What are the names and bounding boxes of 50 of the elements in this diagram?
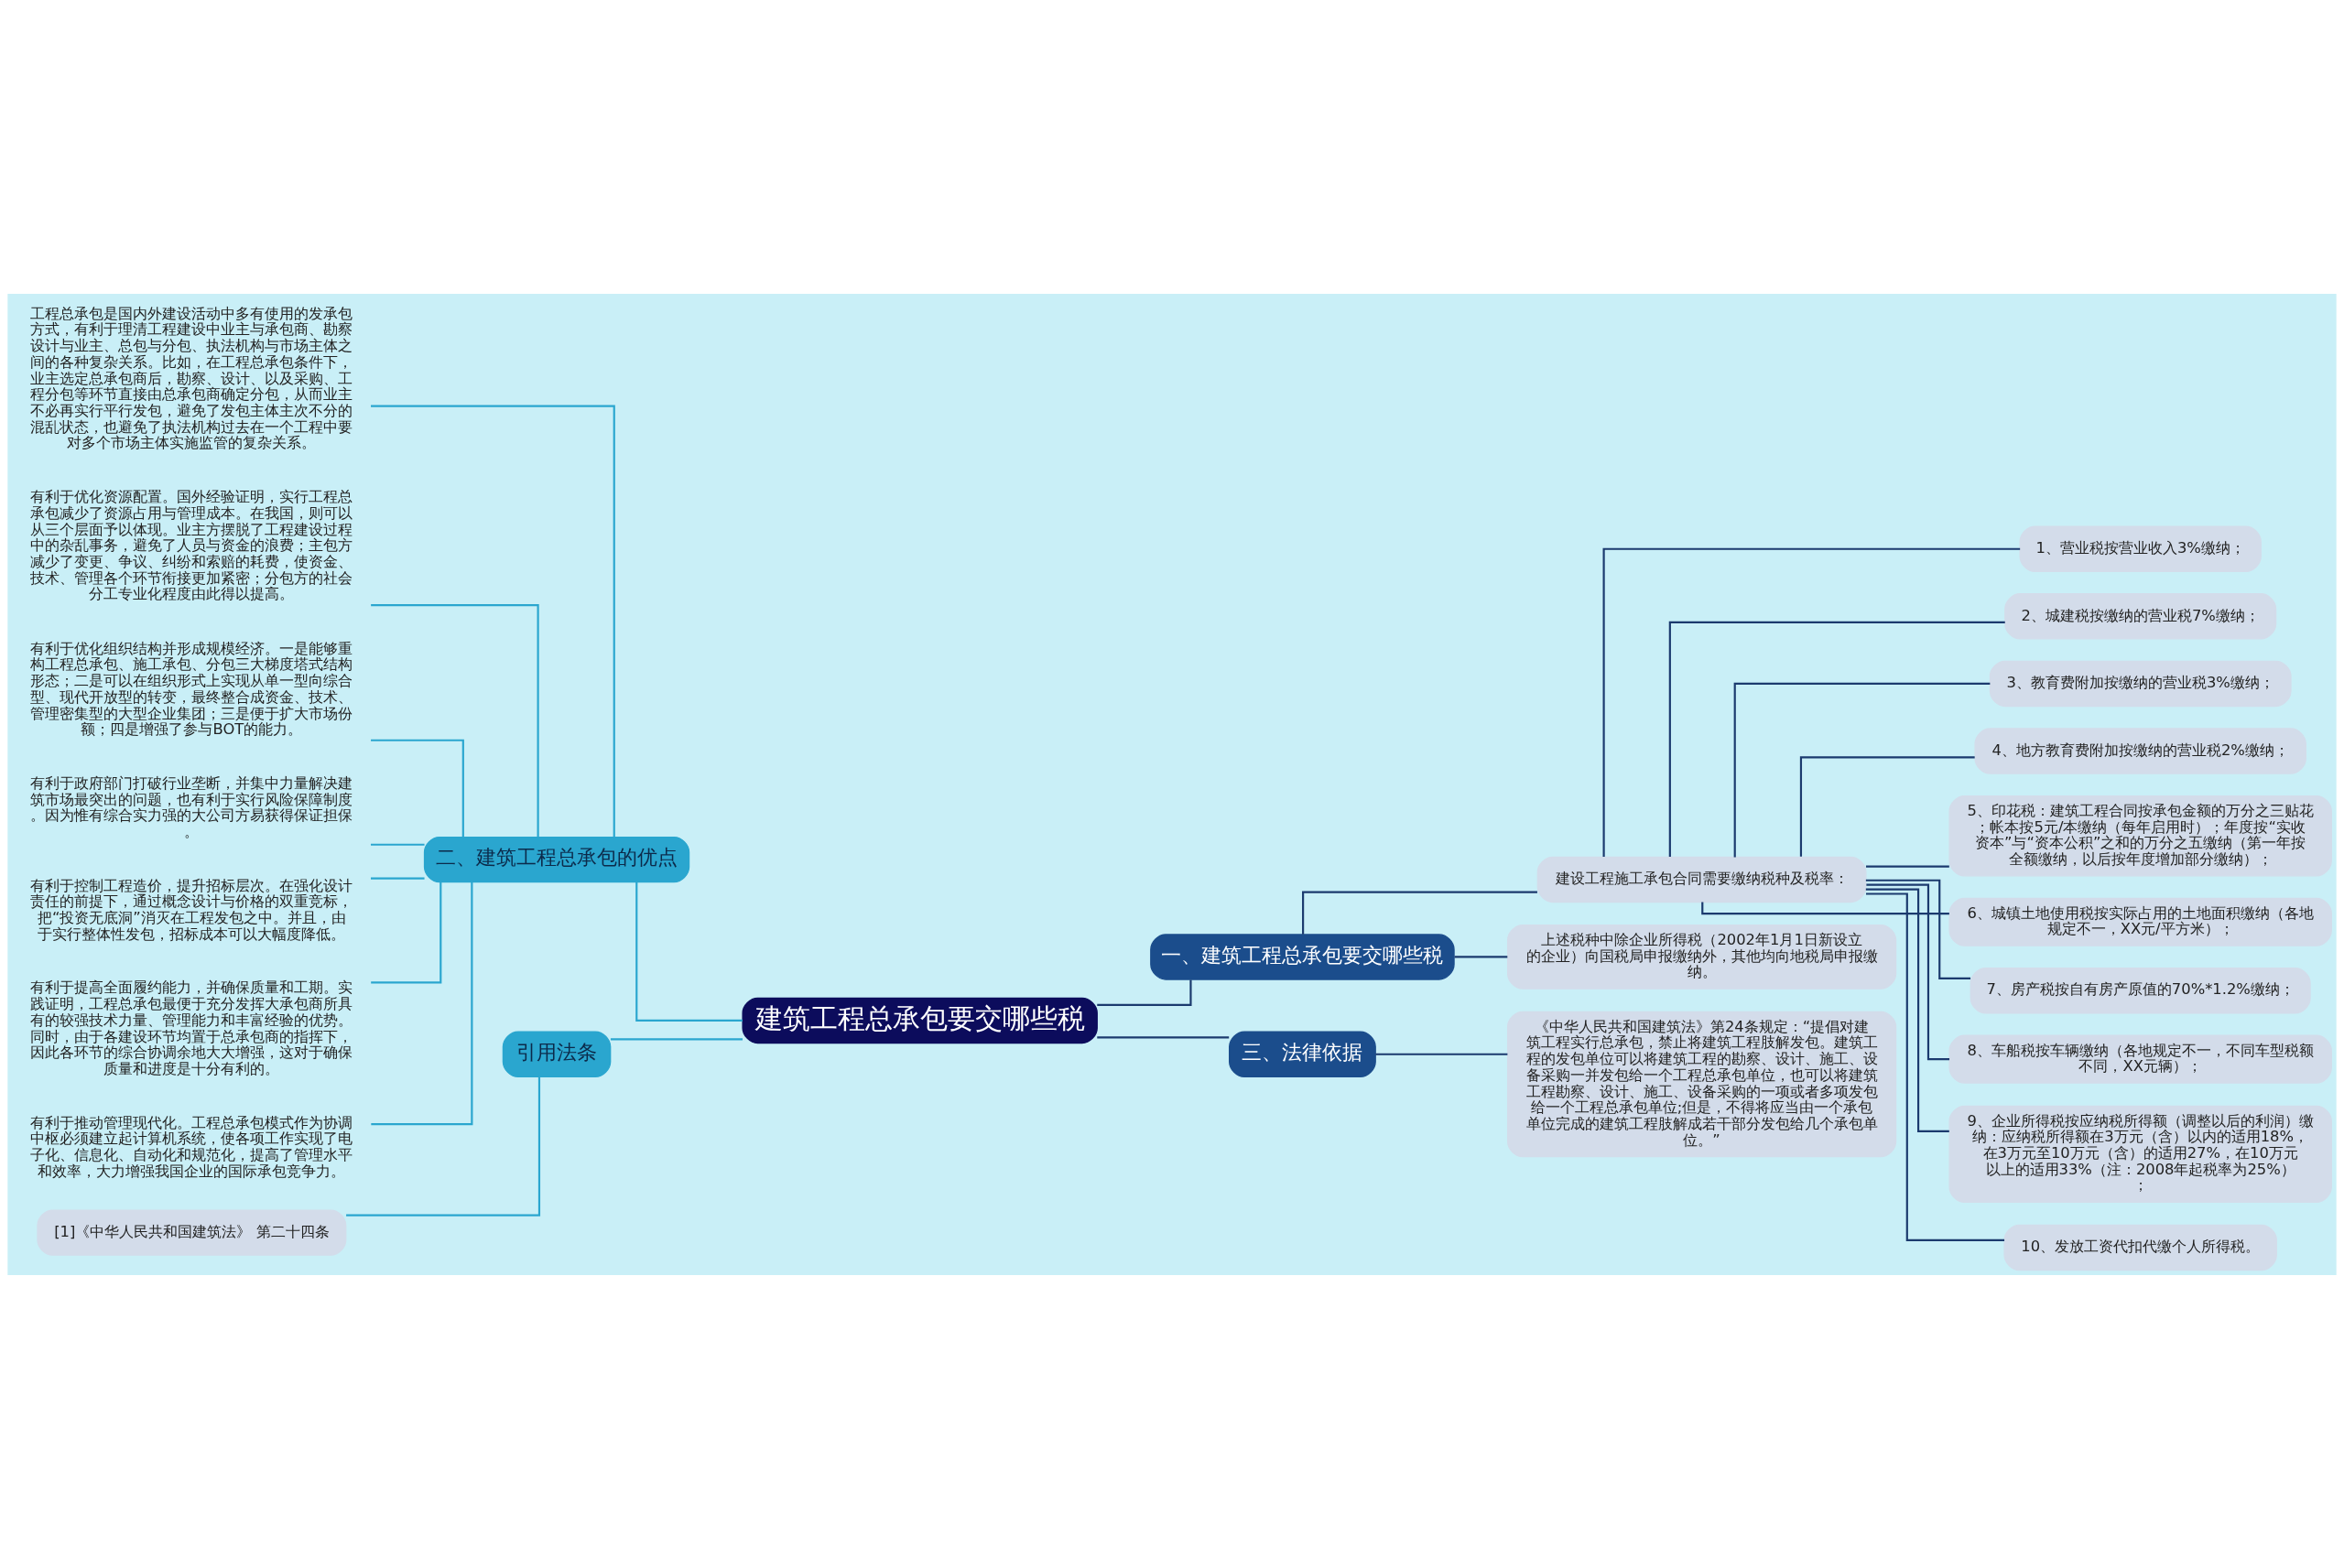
node-box: 一、建筑工程总承包要交哪些税: [1150, 933, 1455, 980]
node-box: 1、营业税按营业收入3%缴纳；: [2019, 525, 2262, 572]
node-box: 8、车船税按车辆缴纳（各地规定不一，不同车型税额不同，XX元辆）；: [1948, 1034, 2332, 1084]
node-box: 2、城建税按缴纳的营业税7%缴纳；: [2004, 592, 2277, 640]
node-box: 建设工程施工承包合同需要缴纳税种及税率：: [1536, 856, 1867, 903]
connector: [1799, 755, 1975, 857]
connector: [371, 877, 425, 880]
node-box: 7、房产税按自有房产原值的70%*1.2%缴纳；: [1970, 967, 2311, 1013]
connector: [371, 603, 539, 837]
node-box: 5、印花税：建筑工程合同按承包金额的万分之三贴花；帐本按5元/本缴纳（每年启用时）；年度按“实收资本”与“资本公积”之和的万分之五缴纳（第一年按全额缴纳，以后按年度增加部分缴纳）；: [1948, 795, 2332, 876]
node-text: 有利于优化资源配置。国外经验证明，实行工程总承包减少了资源占用与管理成本。在我国，则可以从三个层面予以体现。业主方摆脱了工程建设过程中的杂乱事务，避免了人员与资金的浪费；主包方减少了变更、争议、纠纷和索赔的耗费，使资金、技术、管理各个环节衔接更加紧密；分包方的社会分工专业化程度由此得以提高。: [30, 487, 353, 602]
node-box: 上述税种中除企业所得税（2002年1月1日新设立的企业）向国税局申报缴纳外，其他均向地税局申报缴纳。: [1506, 924, 1897, 989]
connector: [1701, 902, 1949, 914]
node-box: 二、建筑工程总承包的优点: [423, 836, 690, 882]
connector: [371, 739, 464, 837]
node-text: 有利于优化组织结构并形成规模经济。一是能够重构工程总承包、施工承包、分包三大梯度塔式结构形态；二是可以在组织形式上实现从单一型向综合型、现代开放型的转变，最终整合成资金、技术、管理密集型的大型企业集团；三是便于扩大市场份额；四是增强了参与BOT的能力。: [30, 639, 353, 738]
node-box: 3、教育费附加按缴纳的营业税3%缴纳；: [1989, 660, 2292, 707]
connector: [1454, 955, 1508, 957]
node-text: 有利于提高全面履约能力，并确保质量和工期。实践证明，工程总承包最便于充分发挥大承包商所具有的较强技术力量、管理能力和丰富经验的优势。同时，由于各建设环节均置于总承包商的指挥下，因此各环节的综合协调余地大大增强，这对于确保质量和进度是十分有利的。: [30, 978, 353, 1077]
connector: [1602, 547, 2021, 857]
node-box: 引用法条: [502, 1031, 612, 1077]
connector: [371, 843, 425, 846]
connector: [1865, 879, 1971, 979]
connector: [371, 405, 615, 838]
node-box: [1]《中华人民共和国建筑法》 第二十四条: [37, 1208, 347, 1256]
connector: [1302, 890, 1537, 935]
connector: [635, 881, 743, 1022]
node-box: 4、地方教育费附加按缴纳的营业税2%缴纳；: [1974, 727, 2306, 774]
node-box: 6、城镇土地使用税按实际占用的土地面积缴纳（各地规定不一，XX元/平方米）；: [1948, 897, 2332, 946]
connector: [346, 1076, 541, 1217]
node-box: 10、发放工资代扣代缴个人所得税。: [2003, 1224, 2277, 1271]
node-text: 有利于推动管理现代化。工程总承包模式作为协调中枢必须建立起计算机系统，使各项工作实现了电子化、信息化、自动化和规范化，提高了管理水平和效率，大力增强我国企业的国际承包竞争力。: [30, 1113, 353, 1180]
connector: [1865, 887, 1949, 1132]
connector: [371, 881, 442, 983]
node-text: 有利于政府部门打破行业垄断，并集中力量解决建筑市场最突出的问题，也有利于实行风险保障制度。因为惟有综合实力强的大公司方易获得保证担保。: [30, 773, 353, 840]
connector: [1733, 682, 1991, 857]
connector: [1866, 883, 1950, 1060]
node-box: 建筑工程总承包要交哪些税: [742, 997, 1098, 1044]
node-box: 三、法律依据: [1229, 1031, 1376, 1077]
node-text: 工程总承包是国内外建设活动中多有使用的发承包方式，有利于理清工程建设中业主与承包商、勘察设计与业主、总包与分包、执法机构与市场主体之间的各种复杂关系。比如，在工程总承包条件下，业主选定总承包商后，勘察、设计、以及采购、工程分包等环节直接由总承包商确定分包，从而业主不必再实行平行发包，避免了发包主体主次不分的混乱状态，也避免了执法机构过去在一个工程中要对多个市场主体实施监管的复杂关系。: [30, 304, 353, 451]
node-text: 有利于控制工程造价，提升招标层次。在强化设计责任的前提下，通过概念设计与价格的双重竞标，把“投资无底洞”消灭在工程发包之中。并且，由于实行整体性发包，招标成本可以大幅度降低。: [30, 876, 353, 943]
connector: [1375, 1053, 1508, 1055]
connector: [1866, 865, 1949, 868]
connector: [610, 1037, 743, 1040]
node-box: 9、企业所得税按应纳税所得额（调整以后的利润）缴纳：应纳税所得额在3万元（含）以内的适用18%，在3万元至10万元（含）的适用27%，在10万元以上的适用33%（注：2008年起税率为25%）；: [1948, 1105, 2332, 1203]
connector: [1668, 621, 2005, 857]
connector: [371, 881, 473, 1125]
node-box: 《中华人民共和国建筑法》第24条规定：“提倡对建筑工程实行总承包，禁止将建筑工程肢解发包。建筑工程的发包单位可以将建筑工程的勘察、设计、施工、设备采购一并发包给一个工程总承包单位，也可以将建筑工程勘察、设计、施工、设备采购的一项或者多项发包给一个工程总承包单位;但是，不得将应当由一个承包单位完成的建筑工程肢解成若干部分发包给几个承包单位。”: [1506, 1011, 1897, 1157]
connector: [1866, 892, 2005, 1241]
connector: [1097, 1035, 1230, 1038]
